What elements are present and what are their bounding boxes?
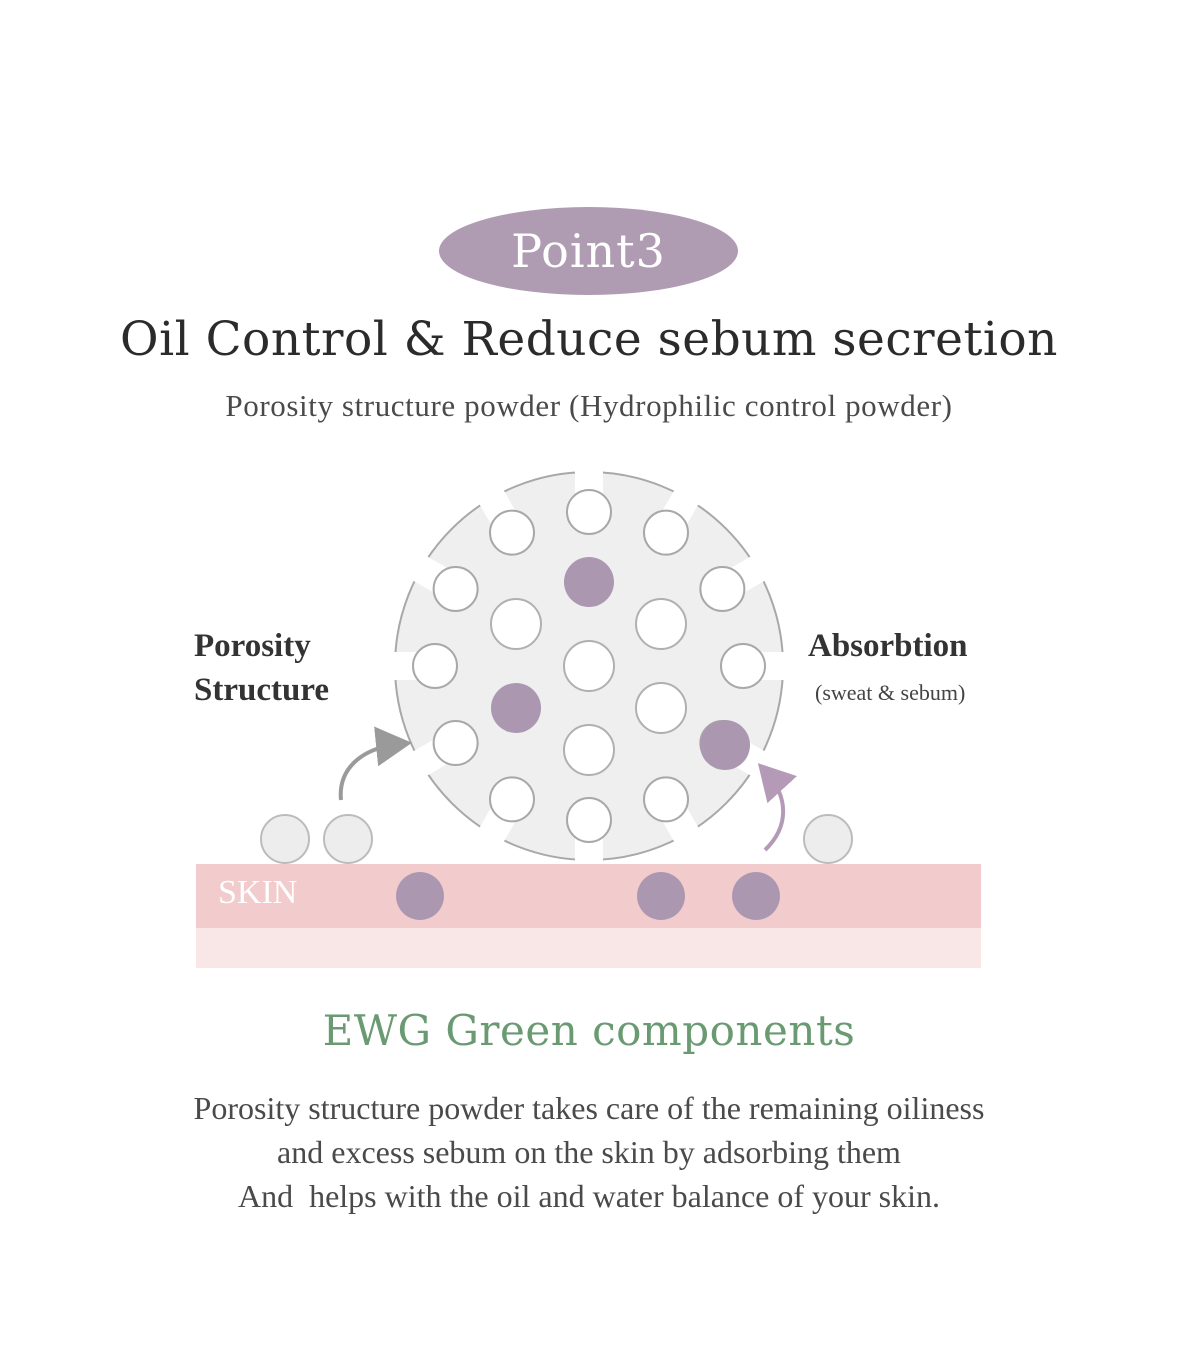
sebum-dot — [396, 872, 444, 920]
edge-pore — [412, 643, 458, 689]
description-line-2: and excess sebum on the skin by adsorbin… — [277, 1134, 901, 1170]
description-line-3: And helps with the oil and water balance… — [237, 1178, 941, 1214]
edge-pore — [432, 566, 479, 612]
inner-pore — [635, 598, 687, 650]
inner-pore — [490, 598, 542, 650]
sebum-dot — [637, 872, 685, 920]
inner-pore — [635, 682, 687, 734]
edge-pore — [489, 776, 535, 823]
small-particle — [323, 814, 373, 864]
skin-lower-layer — [196, 928, 981, 968]
porosity-structure-label: Porosity Structure — [194, 624, 329, 712]
absorption-label: Absorbtion — [808, 628, 968, 664]
small-particle — [260, 814, 310, 864]
arrow-to-structure — [338, 726, 412, 801]
absorbed-sebum-dot — [564, 557, 614, 607]
absorption-sublabel: (sweat & sebum) — [815, 680, 966, 705]
edge-pore — [489, 509, 535, 556]
description: Porosity structure powder takes care of … — [0, 1086, 1178, 1218]
point-badge: Point3 — [439, 207, 738, 295]
porosity-structure-label-line2: Structure — [194, 672, 330, 708]
absorbed-sebum-dot — [700, 720, 750, 770]
page-subtitle: Porosity structure powder (Hydrophilic c… — [225, 388, 953, 423]
edge-pore — [720, 643, 766, 689]
edge-pore — [699, 566, 746, 612]
sebum-dot — [732, 872, 780, 920]
inner-pore — [563, 640, 615, 692]
skin-layer — [196, 864, 981, 928]
inner-pore — [563, 724, 615, 776]
porosity-structure-label-line1: Porosity — [194, 628, 311, 664]
page-title: Oil Control & Reduce sebum secretion — [120, 312, 1058, 367]
small-particle — [803, 814, 853, 864]
absorbed-sebum-dot — [491, 683, 541, 733]
edge-pore — [643, 509, 689, 556]
skin-label: SKIN — [218, 874, 298, 911]
ewg-title: EWG Green components — [322, 1006, 856, 1055]
description-line-1: Porosity structure powder takes care of … — [193, 1090, 985, 1126]
edge-pore — [643, 776, 689, 823]
edge-pore — [566, 797, 612, 843]
edge-pore — [566, 489, 612, 535]
edge-pore — [432, 720, 479, 766]
point-badge-label: Point3 — [511, 224, 666, 278]
arrow-absorption — [757, 763, 797, 852]
